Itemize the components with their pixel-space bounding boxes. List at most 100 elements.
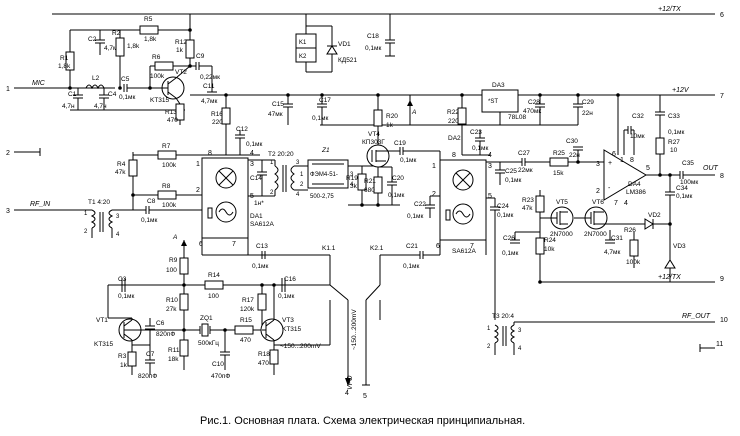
transformer-t3: T3 20:4 1 2 3 4 RF_OUT 10 bbox=[487, 313, 728, 355]
ic-da2: 8 1 2 6 7 3 4 5 DA2 SA612A bbox=[432, 135, 492, 255]
capacitor-c22: C22 0,1мк bbox=[407, 195, 440, 220]
t1-pin-2: 2 bbox=[84, 229, 88, 235]
c34-ref: C34 bbox=[676, 185, 688, 192]
transistor-vt3: VT3 KT315 bbox=[260, 285, 302, 345]
da1-ref: DA1 bbox=[250, 213, 263, 220]
ic-da4: + - 6 1 8 5 3 2 4 7 DA4 LM386 bbox=[596, 149, 650, 207]
capacitor-c8: C8 0,1мк bbox=[120, 198, 202, 224]
pin-4: 4 bbox=[345, 390, 349, 397]
resistor-r10: R10 27k bbox=[166, 285, 189, 330]
c16-value: 0,1мк bbox=[278, 293, 295, 300]
resistor-r9: R9 100 bbox=[166, 255, 189, 285]
da4-pin-7: 7 bbox=[614, 200, 618, 207]
resistor-r20: R20 1k bbox=[373, 95, 398, 148]
resistor-r3: R3 1k bbox=[118, 340, 137, 375]
c30-ref: C30 bbox=[566, 138, 578, 145]
rail-12tx-bottom: +12/TX 9 bbox=[540, 274, 724, 283]
da2-pin-1: 1 bbox=[432, 163, 436, 170]
c3-value: 0,1мк bbox=[118, 293, 135, 300]
vfo-level-label: ~150...200mV bbox=[351, 309, 358, 350]
c2-ref: C2 bbox=[88, 36, 97, 43]
r5-ref: R5 bbox=[144, 16, 153, 23]
z1-ref: Z1 bbox=[321, 147, 330, 154]
r21-value: 680 bbox=[364, 187, 375, 194]
da1-pin-4: 4 bbox=[250, 150, 254, 157]
r22-ref: R22 bbox=[447, 109, 459, 116]
t3-pin-3: 3 bbox=[518, 328, 522, 334]
zq1-value: 500кГц bbox=[198, 340, 219, 347]
capacitor-c10: C10 470пФ bbox=[211, 330, 230, 380]
c9-value: 0,22мк bbox=[200, 74, 220, 81]
vd2-ref: VD2 bbox=[648, 212, 661, 219]
r20-ref: R20 bbox=[386, 113, 398, 120]
r13-value: 470 bbox=[167, 117, 178, 124]
t3-pin-4: 4 bbox=[518, 346, 522, 352]
da4-pin-6: 6 bbox=[612, 151, 616, 158]
r1-ref: R1 bbox=[60, 55, 69, 62]
r9-ref: R9 bbox=[169, 257, 178, 264]
r4-ref: R4 bbox=[117, 161, 126, 168]
r2-ref: R2 bbox=[112, 30, 121, 37]
capacitor-c15: C15 47мк bbox=[268, 95, 293, 125]
resistor-r27: R27 10 bbox=[655, 130, 680, 175]
da1-pin-8: 8 bbox=[208, 150, 212, 157]
pin-5: 5 bbox=[363, 393, 367, 400]
c24-value: 0,1мк bbox=[497, 212, 514, 219]
r4-value: 47k bbox=[115, 169, 126, 176]
c16-ref: C16 bbox=[284, 276, 296, 283]
c26-value: 0,1мк bbox=[502, 250, 519, 257]
c29-value: 22н bbox=[582, 110, 593, 117]
r27-value: 10 bbox=[670, 147, 678, 154]
c19-ref: C19 bbox=[394, 140, 406, 147]
r15-value: 470 bbox=[240, 337, 251, 344]
net-label-out: OUT bbox=[703, 165, 719, 172]
c4-value: 4,7н bbox=[94, 103, 107, 110]
transistor-vt4: VT4 КП303Г bbox=[362, 131, 390, 168]
da1-type: SA612A bbox=[250, 221, 275, 228]
r16-value: 220 bbox=[212, 119, 223, 126]
r2-value: 1,8k bbox=[127, 43, 140, 50]
connector-4: 4 bbox=[345, 378, 351, 397]
resistor-r12: R12 1k bbox=[175, 39, 195, 59]
da1-pin-7: 7 bbox=[232, 241, 236, 248]
k2-coil-label: K2 bbox=[299, 54, 307, 60]
da4-pin-8: 8 bbox=[630, 157, 634, 164]
r14-ref: R14 bbox=[208, 272, 220, 279]
c26-ref: C26 bbox=[503, 235, 515, 242]
rail-12tx-top: +12/TX 6 bbox=[52, 6, 724, 19]
r11-ref: R11 bbox=[168, 347, 180, 354]
resistor-r22: R22 220 bbox=[447, 95, 467, 155]
z1-pin-3: 3 bbox=[350, 172, 354, 178]
t1-pin-3: 3 bbox=[116, 214, 120, 220]
c31-ref: C31 bbox=[611, 235, 623, 242]
r3-value: 1k bbox=[120, 362, 128, 369]
pin-2: 2 bbox=[6, 150, 10, 157]
vt3-output-level: ~150...200mV bbox=[280, 343, 321, 350]
resistor-r11: R11 18k bbox=[168, 330, 189, 370]
net-a-bottom: A bbox=[172, 234, 187, 255]
c22-ref: C22 bbox=[414, 201, 426, 208]
c23-value: 0,1мк bbox=[472, 145, 489, 152]
r3-ref: R3 bbox=[118, 353, 127, 360]
c12-ref: C12 bbox=[236, 126, 248, 133]
da3-logo: *ST bbox=[488, 99, 498, 105]
k1-1-label: K1.1 bbox=[322, 245, 336, 252]
c30-value: 22н bbox=[569, 152, 580, 159]
da2-pin-3: 3 bbox=[488, 163, 492, 170]
c15-value: 47мк bbox=[268, 111, 283, 118]
c10-ref: C10 bbox=[212, 361, 224, 368]
r17-value: 120k bbox=[240, 306, 255, 313]
r12-value: 1k bbox=[176, 47, 184, 54]
capacitor-c23: C23 0,1мк bbox=[470, 129, 489, 155]
transistor-vt6: VT6 2N7000 bbox=[574, 199, 608, 238]
capacitor-c19: C19 0,1мк bbox=[386, 140, 441, 165]
da4-minus: - bbox=[608, 185, 611, 192]
inductor-l2: L2 bbox=[85, 75, 105, 90]
capacitor-c20: C20 0,1мк bbox=[387, 167, 405, 205]
capacitor-c35: C35 100мк OUT 8 bbox=[679, 160, 724, 186]
t2-pin-2: 2 bbox=[270, 190, 274, 196]
c32-value: 10мк bbox=[630, 133, 645, 140]
c34-value: 0,1мк bbox=[676, 193, 693, 200]
c10-value: 470пФ bbox=[211, 373, 230, 380]
